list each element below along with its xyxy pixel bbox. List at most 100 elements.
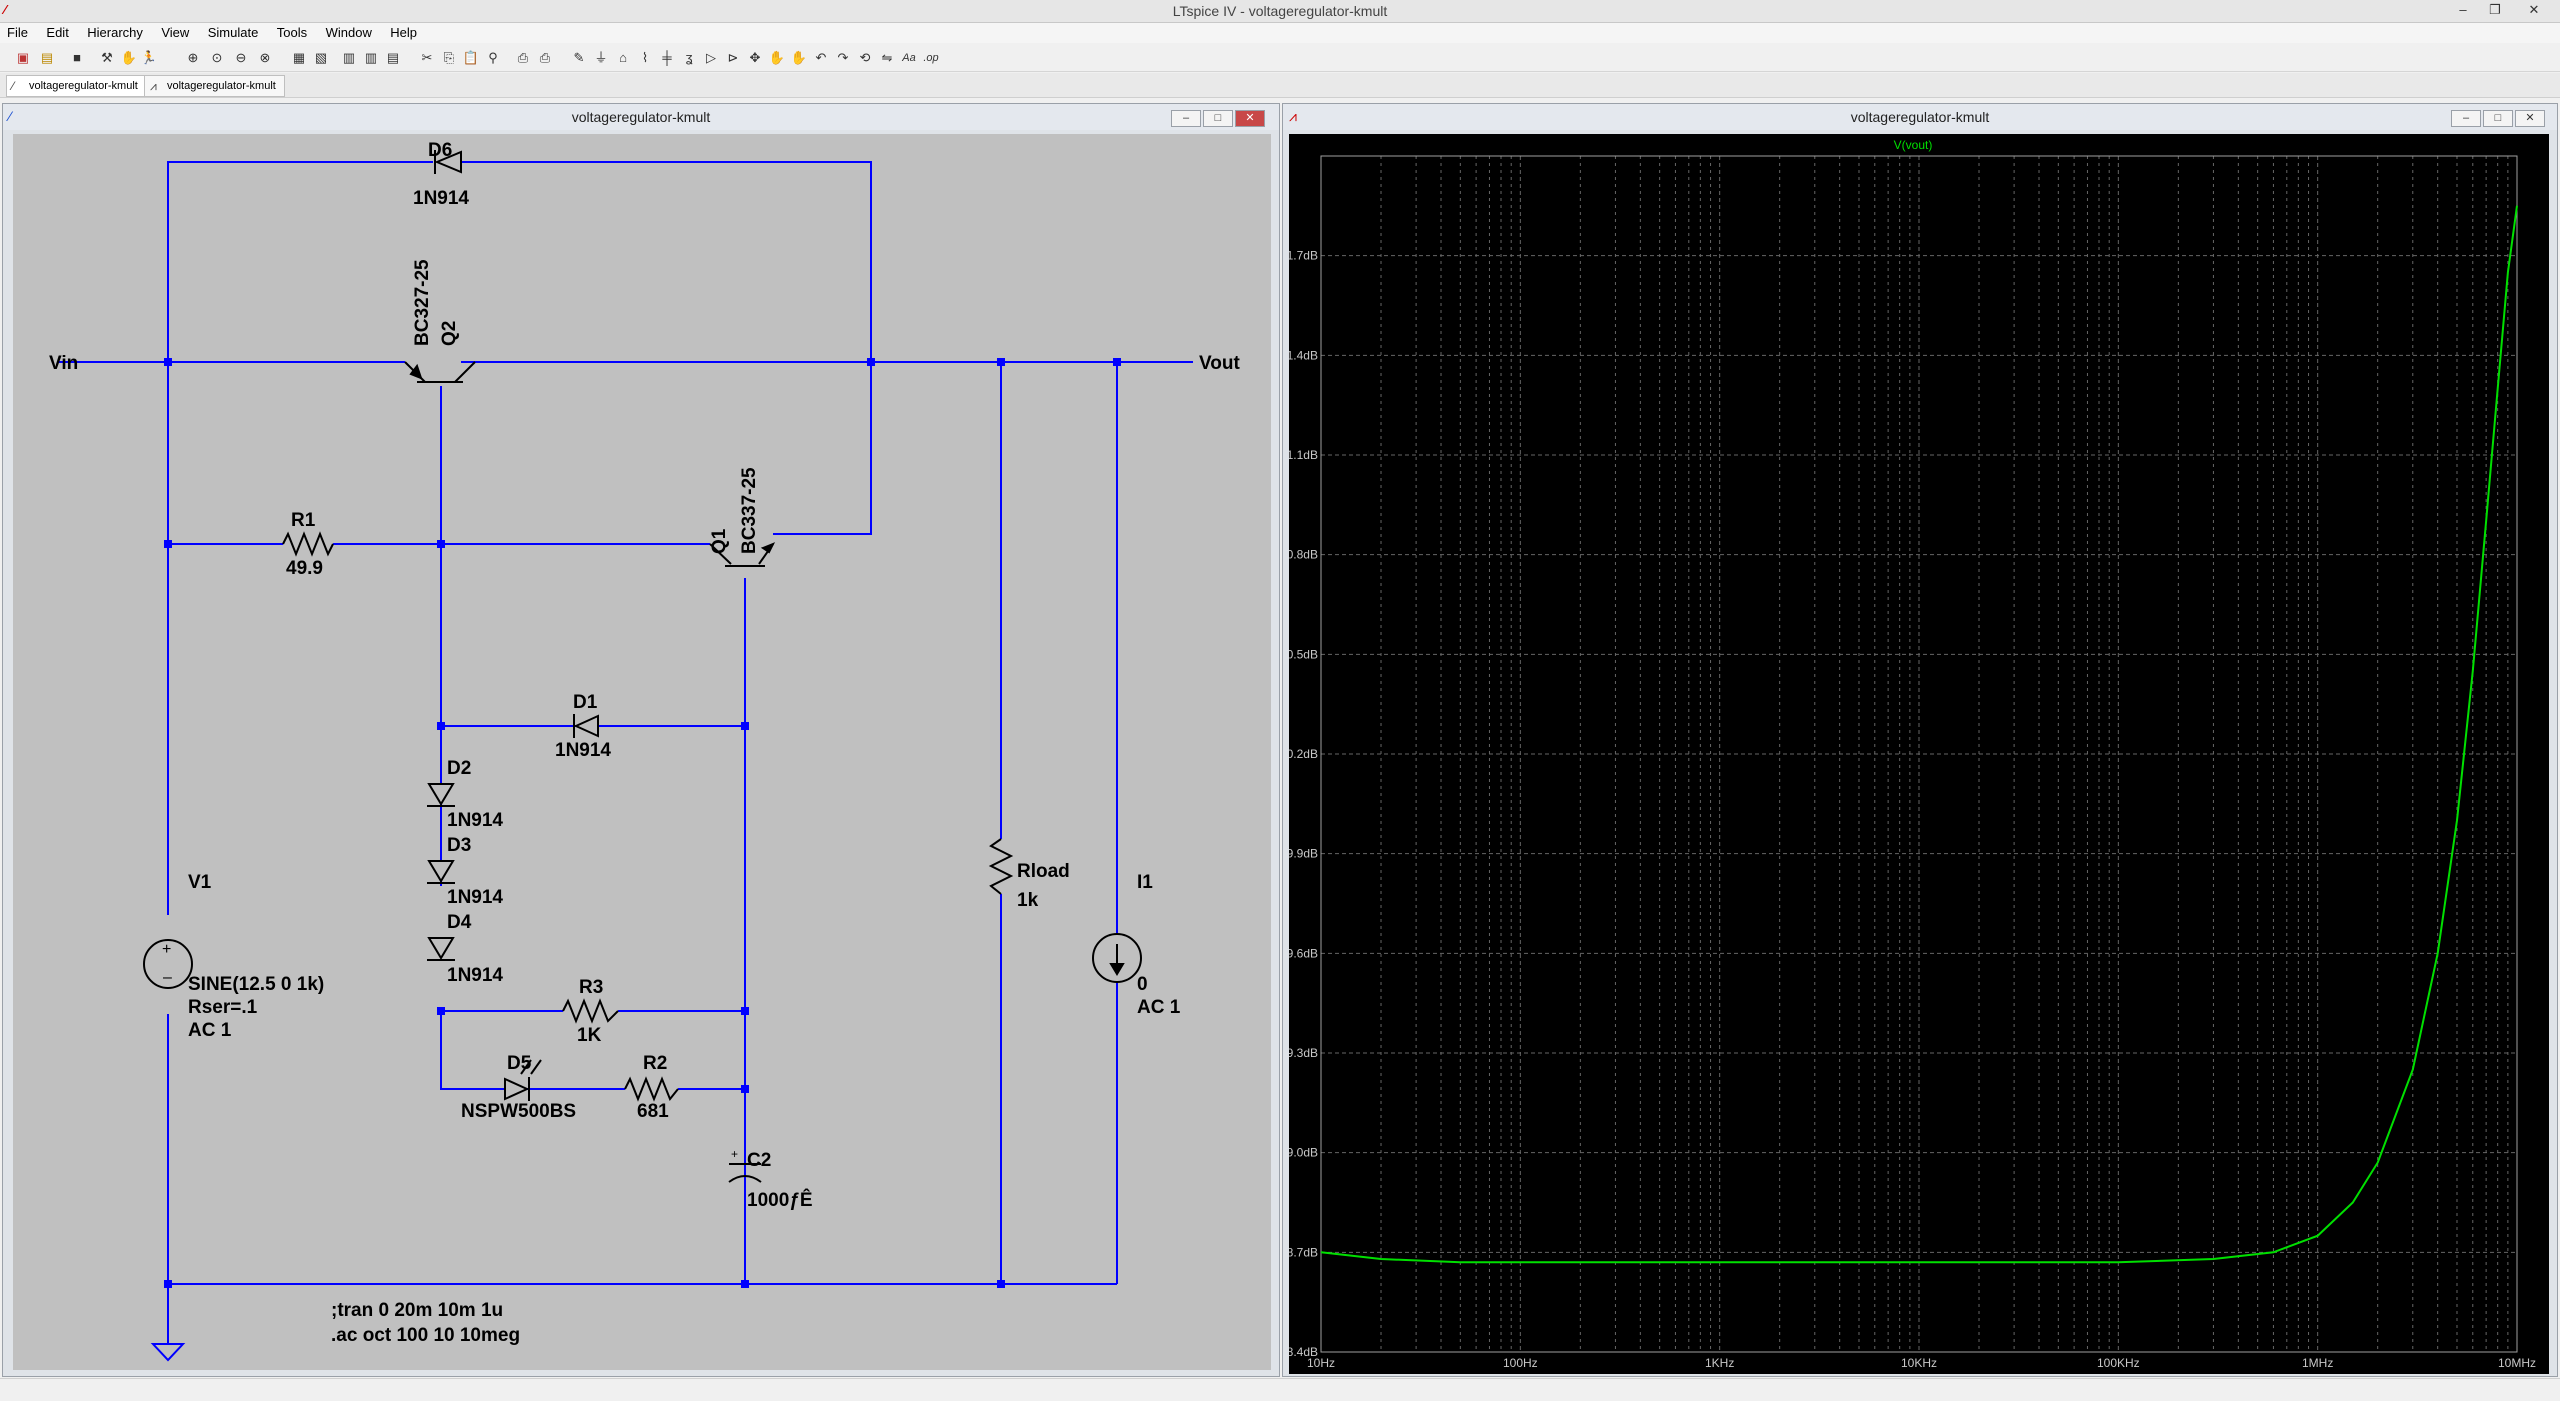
print-setup-icon[interactable]: ⎙ xyxy=(517,50,529,65)
print-icon[interactable]: ⎙ xyxy=(539,50,551,65)
tab-waveform-label: voltageregulator-kmult xyxy=(167,80,276,92)
schematic-close-button[interactable]: ✕ xyxy=(1235,110,1265,127)
inductor-icon[interactable]: ʓ xyxy=(685,50,693,65)
label-net-icon[interactable]: ⌂ xyxy=(619,50,627,65)
y-tick-label: 11.7dB xyxy=(1289,249,1318,263)
restore-button[interactable]: ❐ xyxy=(2489,2,2501,17)
menu-tools[interactable]: Tools xyxy=(276,25,308,40)
svg-text:+: + xyxy=(731,1147,738,1161)
halt-icon[interactable]: ✋ xyxy=(120,50,138,65)
trace-vout xyxy=(1320,205,2518,1264)
waveform-close-button[interactable]: ✕ xyxy=(2515,110,2545,127)
cross-probe-icon[interactable]: ▧ xyxy=(314,50,328,65)
r2-name: R2 xyxy=(643,1053,667,1074)
resistor-r2 xyxy=(624,1076,679,1102)
waveform-plot-pane[interactable]: 8.4dB8.7dB9.0dB9.3dB9.6dB9.9dB10.2dB10.5… xyxy=(1280,134,2549,1374)
ground-icon[interactable]: ⏚ xyxy=(594,50,608,65)
schematic-canvas[interactable]: + + – xyxy=(13,134,1271,1370)
schematic-minimize-button[interactable]: – xyxy=(1171,110,1201,127)
drag-icon[interactable]: ✋ xyxy=(768,50,786,65)
schematic-maximize-button[interactable]: □ xyxy=(1203,110,1233,127)
i1-name: I1 xyxy=(1137,872,1153,893)
x-tick-label: 100Hz xyxy=(1503,1356,1538,1370)
ac-directive[interactable]: .ac oct 100 10 10meg xyxy=(331,1325,520,1346)
capacitor-icon[interactable]: ╪ xyxy=(662,50,672,65)
cut-icon[interactable]: ✂ xyxy=(421,50,433,65)
r3-value: 1K xyxy=(577,1025,602,1046)
status-bar xyxy=(0,1378,2560,1401)
menu-bar: File Edit Hierarchy View Simulate Tools … xyxy=(0,23,2560,43)
pan-icon[interactable]: ⊙ xyxy=(211,50,223,65)
diode-stack xyxy=(427,783,455,961)
zoom-in-icon[interactable]: ⊕ xyxy=(187,50,199,65)
zoom-out-icon[interactable]: ⊖ xyxy=(235,50,247,65)
tab-schematic-label: voltageregulator-kmult xyxy=(29,80,138,92)
close-button[interactable]: ✕ xyxy=(2528,2,2540,17)
tab-schematic[interactable]: ⁄ voltageregulator-kmult xyxy=(6,75,147,97)
capacitor-c2: + xyxy=(728,1147,762,1183)
spice-directive-icon[interactable]: .op xyxy=(923,52,939,64)
mirror-icon[interactable]: ⇋ xyxy=(881,50,893,65)
tile-horizontal-icon[interactable]: ▥ xyxy=(342,50,356,65)
undo-icon[interactable]: ↶ xyxy=(815,50,827,65)
move-icon[interactable]: ✥ xyxy=(749,50,761,65)
resistor-icon[interactable]: ⌇ xyxy=(641,50,649,65)
delete-icon[interactable]: ✋ xyxy=(790,50,808,65)
schematic-icon: ⁄ xyxy=(9,108,12,124)
menu-file[interactable]: File xyxy=(7,25,28,40)
y-tick-label: 10.5dB xyxy=(1289,647,1318,661)
plot-frame xyxy=(1320,155,2518,1353)
copy-icon[interactable]: ⎘ xyxy=(443,50,455,65)
d5-name: D5 xyxy=(507,1053,532,1074)
text-icon[interactable]: Aa xyxy=(902,52,916,64)
paste-icon[interactable]: 📋 xyxy=(462,50,480,65)
tran-directive[interactable]: ;tran 0 20m 10m 1u xyxy=(331,1300,503,1321)
ground-symbol xyxy=(150,1343,186,1362)
waveform-icon: ⩘ xyxy=(1289,108,1297,124)
menu-simulate[interactable]: Simulate xyxy=(207,25,259,40)
find-icon[interactable]: ⚲ xyxy=(488,50,498,65)
component-icon[interactable]: ⊳ xyxy=(727,50,739,65)
schematic-window-title-bar: ⁄ voltageregulator-kmult – □ ✕ xyxy=(3,104,1279,130)
i1-line1: 0 xyxy=(1137,974,1148,995)
waveform-chart: 8.4dB8.7dB9.0dB9.3dB9.6dB9.9dB10.2dB10.5… xyxy=(1280,138,2536,1370)
svg-text:–: – xyxy=(163,969,172,986)
tab-waveform[interactable]: ⩘ voltageregulator-kmult xyxy=(144,75,285,97)
net-label-vin: Vin xyxy=(49,353,78,374)
cascade-icon[interactable]: ▤ xyxy=(386,50,400,65)
menu-view[interactable]: View xyxy=(161,25,190,40)
v1-line3: AC 1 xyxy=(188,1020,232,1041)
minimize-button[interactable]: – xyxy=(2459,2,2467,17)
trace-label[interactable]: V(vout) xyxy=(1894,138,1933,152)
waveform-maximize-button[interactable]: □ xyxy=(2483,110,2513,127)
save-icon[interactable]: ■ xyxy=(73,50,81,65)
d4-name: D4 xyxy=(447,912,472,933)
open-icon[interactable]: ▤ xyxy=(40,50,54,65)
run-icon[interactable]: 🏃 xyxy=(140,50,158,65)
x-tick-label: 1KHz xyxy=(1705,1356,1734,1370)
menu-help[interactable]: Help xyxy=(390,25,418,40)
y-tick-label: 11.4dB xyxy=(1289,348,1318,362)
current-source-i1 xyxy=(1092,933,1142,983)
tile-vertical-icon[interactable]: ▥ xyxy=(364,50,378,65)
diode-icon[interactable]: ▷ xyxy=(706,50,716,65)
new-schematic-icon[interactable]: ▣ xyxy=(16,50,30,65)
menu-edit[interactable]: Edit xyxy=(46,25,69,40)
autoscale-icon[interactable]: ▦ xyxy=(292,50,306,65)
q1-value: BC337-25 xyxy=(739,467,760,554)
waveform-minimize-button[interactable]: – xyxy=(2451,110,2481,127)
rotate-icon[interactable]: ⟲ xyxy=(859,50,871,65)
menu-window[interactable]: Window xyxy=(325,25,372,40)
resistor-rload xyxy=(988,838,1014,895)
wire-icon[interactable]: ✎ xyxy=(573,50,585,65)
menu-hierarchy[interactable]: Hierarchy xyxy=(87,25,143,40)
y-tick-label: 11.1dB xyxy=(1289,448,1318,462)
v1-line1: SINE(12.5 0 1k) xyxy=(188,974,324,995)
zoom-fit-icon[interactable]: ⊗ xyxy=(259,50,271,65)
redo-icon[interactable]: ↷ xyxy=(837,50,849,65)
control-panel-icon[interactable]: ⚒ xyxy=(101,50,113,65)
x-tick-label: 10MHz xyxy=(2498,1356,2536,1370)
y-tick-label: 8.7dB xyxy=(1289,1245,1318,1259)
resistor-r3 xyxy=(562,998,619,1024)
